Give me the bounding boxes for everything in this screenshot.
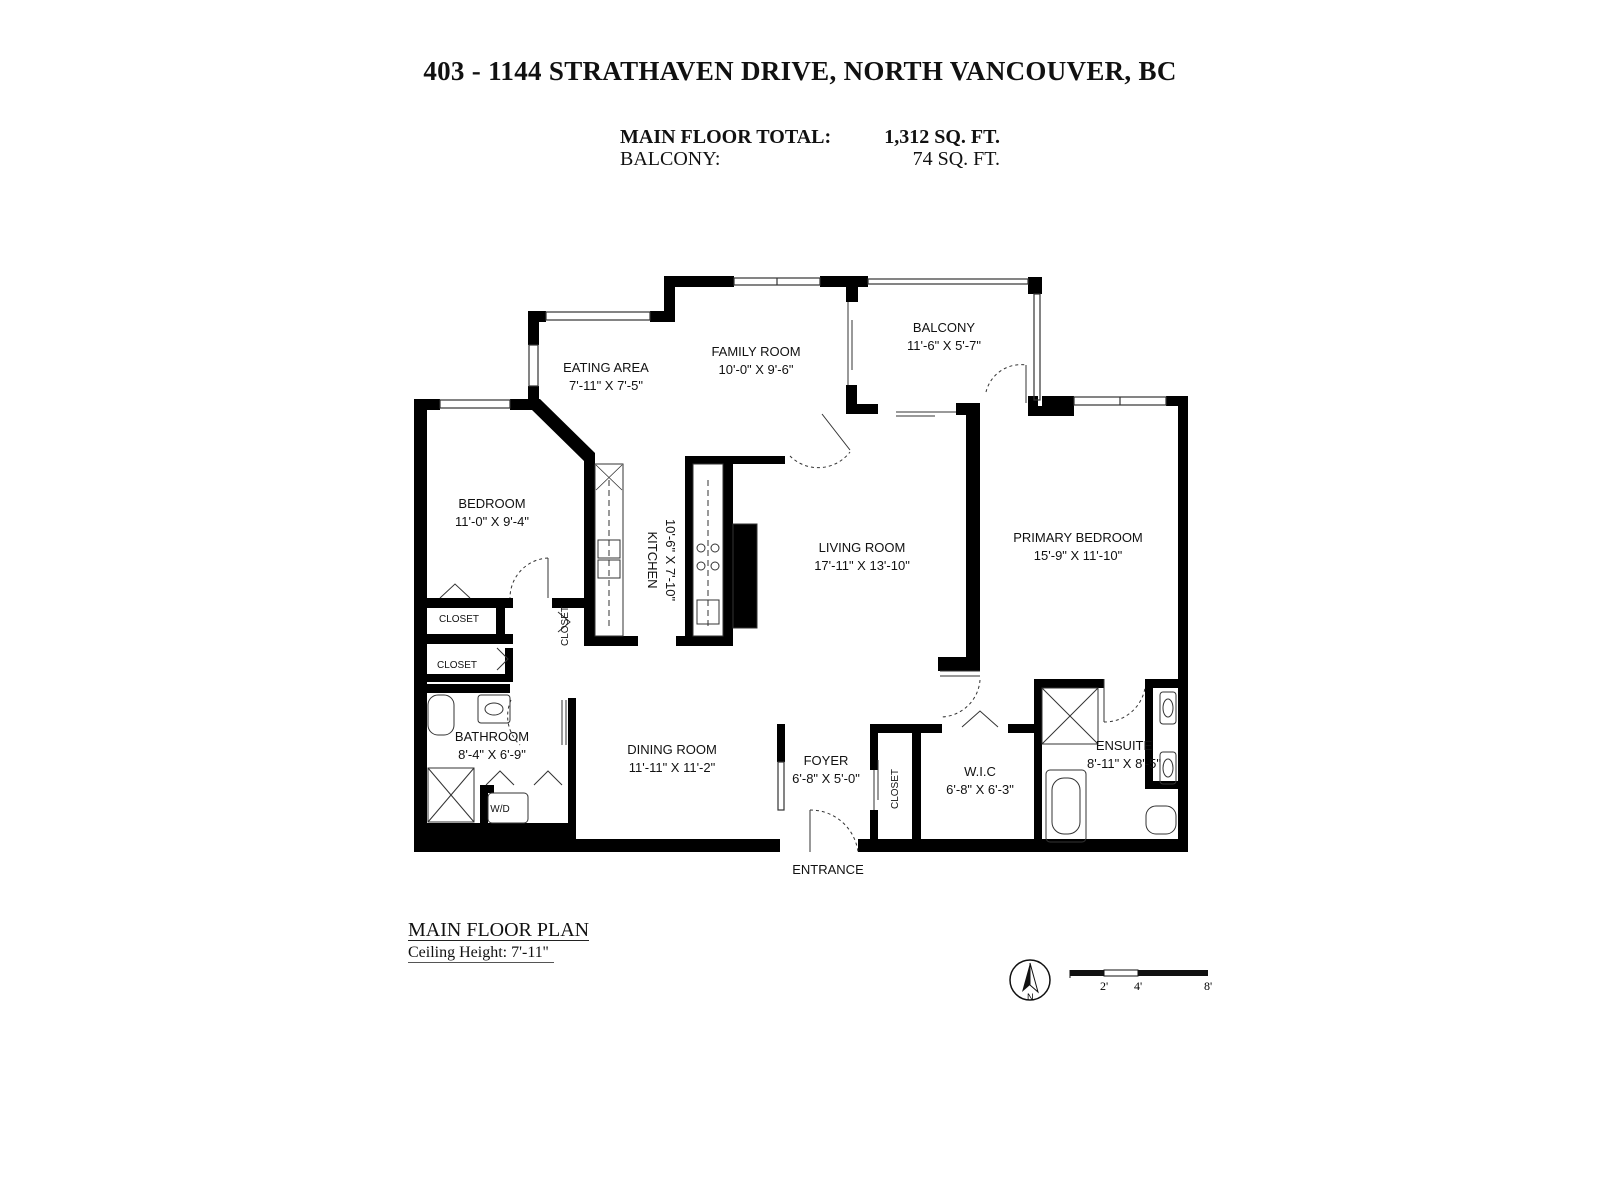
plan-title: MAIN FLOOR PLAN: [408, 919, 590, 941]
balcony-area-label: BALCONY:: [620, 148, 721, 170]
dining-room-dims: 11'-11" X 11'-2": [629, 760, 716, 775]
living-room-dims: 17'-11" X 13'-10": [814, 558, 910, 573]
balcony-dims: 11'-6" X 5'-7": [907, 338, 981, 353]
doors: [439, 302, 1146, 853]
foyer-closet-label: CLOSET: [890, 769, 901, 809]
kitchen-name: KITCHEN: [645, 531, 660, 588]
eating-area-dims: 7'-11" X 7'-5": [569, 378, 643, 393]
living-room-name: LIVING ROOM: [819, 540, 906, 555]
walls: [414, 276, 1188, 852]
kitchen-dims: 10'-6" X 7'-10": [663, 519, 678, 602]
dining-room-name: DINING ROOM: [627, 742, 717, 757]
family-room-dims: 10'-0" X 9'-6": [719, 362, 794, 377]
eating-area-name: EATING AREA: [563, 360, 649, 375]
balcony-area-value: 74 SQ. FT.: [912, 148, 1000, 170]
bedroom-name: BEDROOM: [458, 496, 525, 511]
ensuite-name: ENSUITE: [1096, 738, 1153, 753]
fixtures: [427, 463, 1177, 843]
washer-dryer-label: W/D: [490, 804, 509, 815]
scale-label-2: 2': [1100, 979, 1108, 993]
bathroom-name: BATHROOM: [455, 729, 529, 744]
foyer-name: FOYER: [804, 753, 849, 768]
scale-label-8: 8': [1204, 979, 1212, 993]
room-labels: EATING AREA 7'-11" X 7'-5" FAMILY ROOM 1…: [437, 320, 1161, 877]
bathroom-dims: 8'-4" X 6'-9": [458, 747, 526, 762]
wic-name: W.I.C: [964, 764, 996, 779]
windows: [439, 277, 1167, 811]
primary-bedroom-dims: 15'-9" X 11'-10": [1034, 548, 1123, 563]
north-label: N: [1027, 992, 1034, 1002]
scale-label-4: 4': [1134, 979, 1142, 993]
ceiling-height: Ceiling Height: 7'-11'': [408, 944, 555, 963]
family-room-name: FAMILY ROOM: [711, 344, 800, 359]
wic-dims: 6'-8" X 6'-3": [946, 782, 1014, 797]
entrance-label: ENTRANCE: [792, 862, 864, 877]
hall-closet-label: CLOSET: [437, 660, 477, 671]
primary-bedroom-name: PRIMARY BEDROOM: [1013, 530, 1143, 545]
balcony-name: BALCONY: [913, 320, 975, 335]
kitchen-closet-label: CLOSET: [560, 606, 571, 646]
scale-bar: 2' 4' 8': [1069, 969, 1212, 993]
foyer-dims: 6'-8" X 5'-0": [792, 771, 860, 786]
north-arrow-icon: N: [1009, 959, 1051, 1002]
main-floor-total-value: 1,312 SQ. FT.: [884, 126, 1000, 148]
ensuite-dims: 8'-11" X 8'-5": [1087, 756, 1161, 771]
bedroom-dims: 11'-0" X 9'-4": [455, 514, 529, 529]
bedroom-closet-label: CLOSET: [439, 614, 479, 625]
property-address: 403 - 1144 STRATHAVEN DRIVE, NORTH VANCO…: [423, 56, 1177, 86]
main-floor-total-label: MAIN FLOOR TOTAL:: [620, 126, 832, 148]
